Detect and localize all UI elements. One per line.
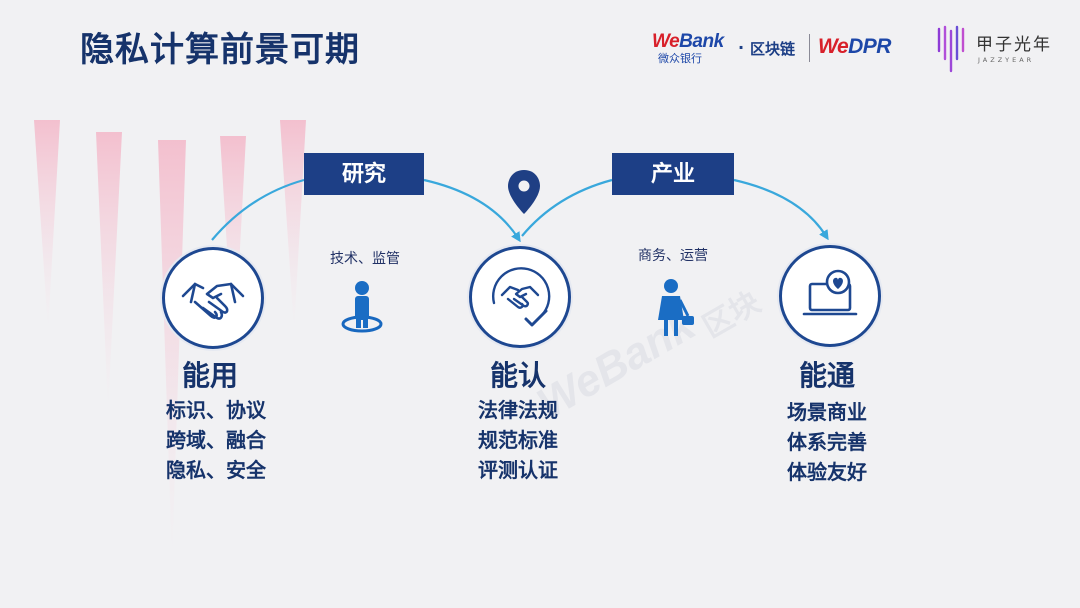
stripe bbox=[280, 120, 306, 330]
stage-line: 场景商业 bbox=[787, 400, 867, 424]
label-tech-regulation: 技术、监管 bbox=[330, 251, 400, 267]
jazzyear-name: 甲子光年 bbox=[976, 35, 1052, 55]
stage-line: 法律法规 bbox=[478, 398, 558, 422]
label-business-operations: 商务、运营 bbox=[638, 248, 708, 264]
webank-wordmark: WeBank bbox=[652, 31, 724, 52]
stage-usable-title: 能用 bbox=[181, 359, 238, 392]
stage-recognized-circle bbox=[469, 246, 571, 348]
stripe bbox=[158, 140, 186, 560]
handshake-icon bbox=[181, 282, 245, 320]
woman-with-basket-icon bbox=[658, 279, 694, 336]
stage-connected-lines: 场景商业 体系完善 体验友好 bbox=[737, 397, 917, 487]
stage-line: 规范标准 bbox=[478, 428, 558, 452]
stage-line: 评测认证 bbox=[478, 458, 558, 482]
handshake-check-icon bbox=[492, 267, 551, 327]
stage-line: 体系完善 bbox=[787, 430, 867, 454]
stage-line: 体验友好 bbox=[787, 460, 867, 484]
stage-line: 标识、协议 bbox=[166, 398, 266, 422]
logo-separator-dot: · bbox=[738, 38, 745, 57]
tag-research: 研究 bbox=[304, 153, 424, 195]
stage-recognized-title: 能认 bbox=[489, 359, 546, 392]
location-pin-icon bbox=[508, 170, 540, 214]
stage-usable-circle bbox=[162, 247, 264, 349]
stage-connected-title: 能通 bbox=[798, 359, 855, 392]
logo-divider bbox=[809, 34, 810, 62]
person-icon bbox=[341, 281, 383, 333]
tag-industry: 产业 bbox=[612, 153, 734, 195]
wedpr-logo: WeDPR bbox=[818, 35, 891, 58]
arrow-industry-right bbox=[733, 178, 829, 241]
arrow-research-right bbox=[423, 178, 521, 243]
stage-connected-circle bbox=[779, 245, 881, 347]
jazzyear-subtitle: JAZZYEAR bbox=[978, 56, 1035, 64]
webank-logo: WeBank 微众银行 bbox=[652, 32, 732, 70]
jazzyear-mark-icon bbox=[937, 25, 965, 73]
slide-title: 隐私计算前景可期 bbox=[80, 30, 360, 70]
stage-line: 跨域、融合 bbox=[166, 428, 266, 452]
webank-subtitle: 微众银行 bbox=[658, 52, 702, 65]
arrow-industry-left bbox=[521, 178, 613, 237]
arrow-research-left bbox=[211, 178, 305, 241]
stage-line: 隐私、安全 bbox=[166, 458, 266, 482]
laptop-heart-icon bbox=[802, 269, 858, 316]
stage-usable-lines: 标识、协议 跨域、融合 隐私、安全 bbox=[126, 395, 306, 485]
stage-recognized-lines: 法律法规 规范标准 评测认证 bbox=[428, 395, 608, 485]
stripe bbox=[96, 132, 122, 410]
stripe bbox=[220, 136, 246, 360]
blockchain-label: 区块链 bbox=[750, 40, 796, 58]
stripe bbox=[34, 120, 60, 330]
